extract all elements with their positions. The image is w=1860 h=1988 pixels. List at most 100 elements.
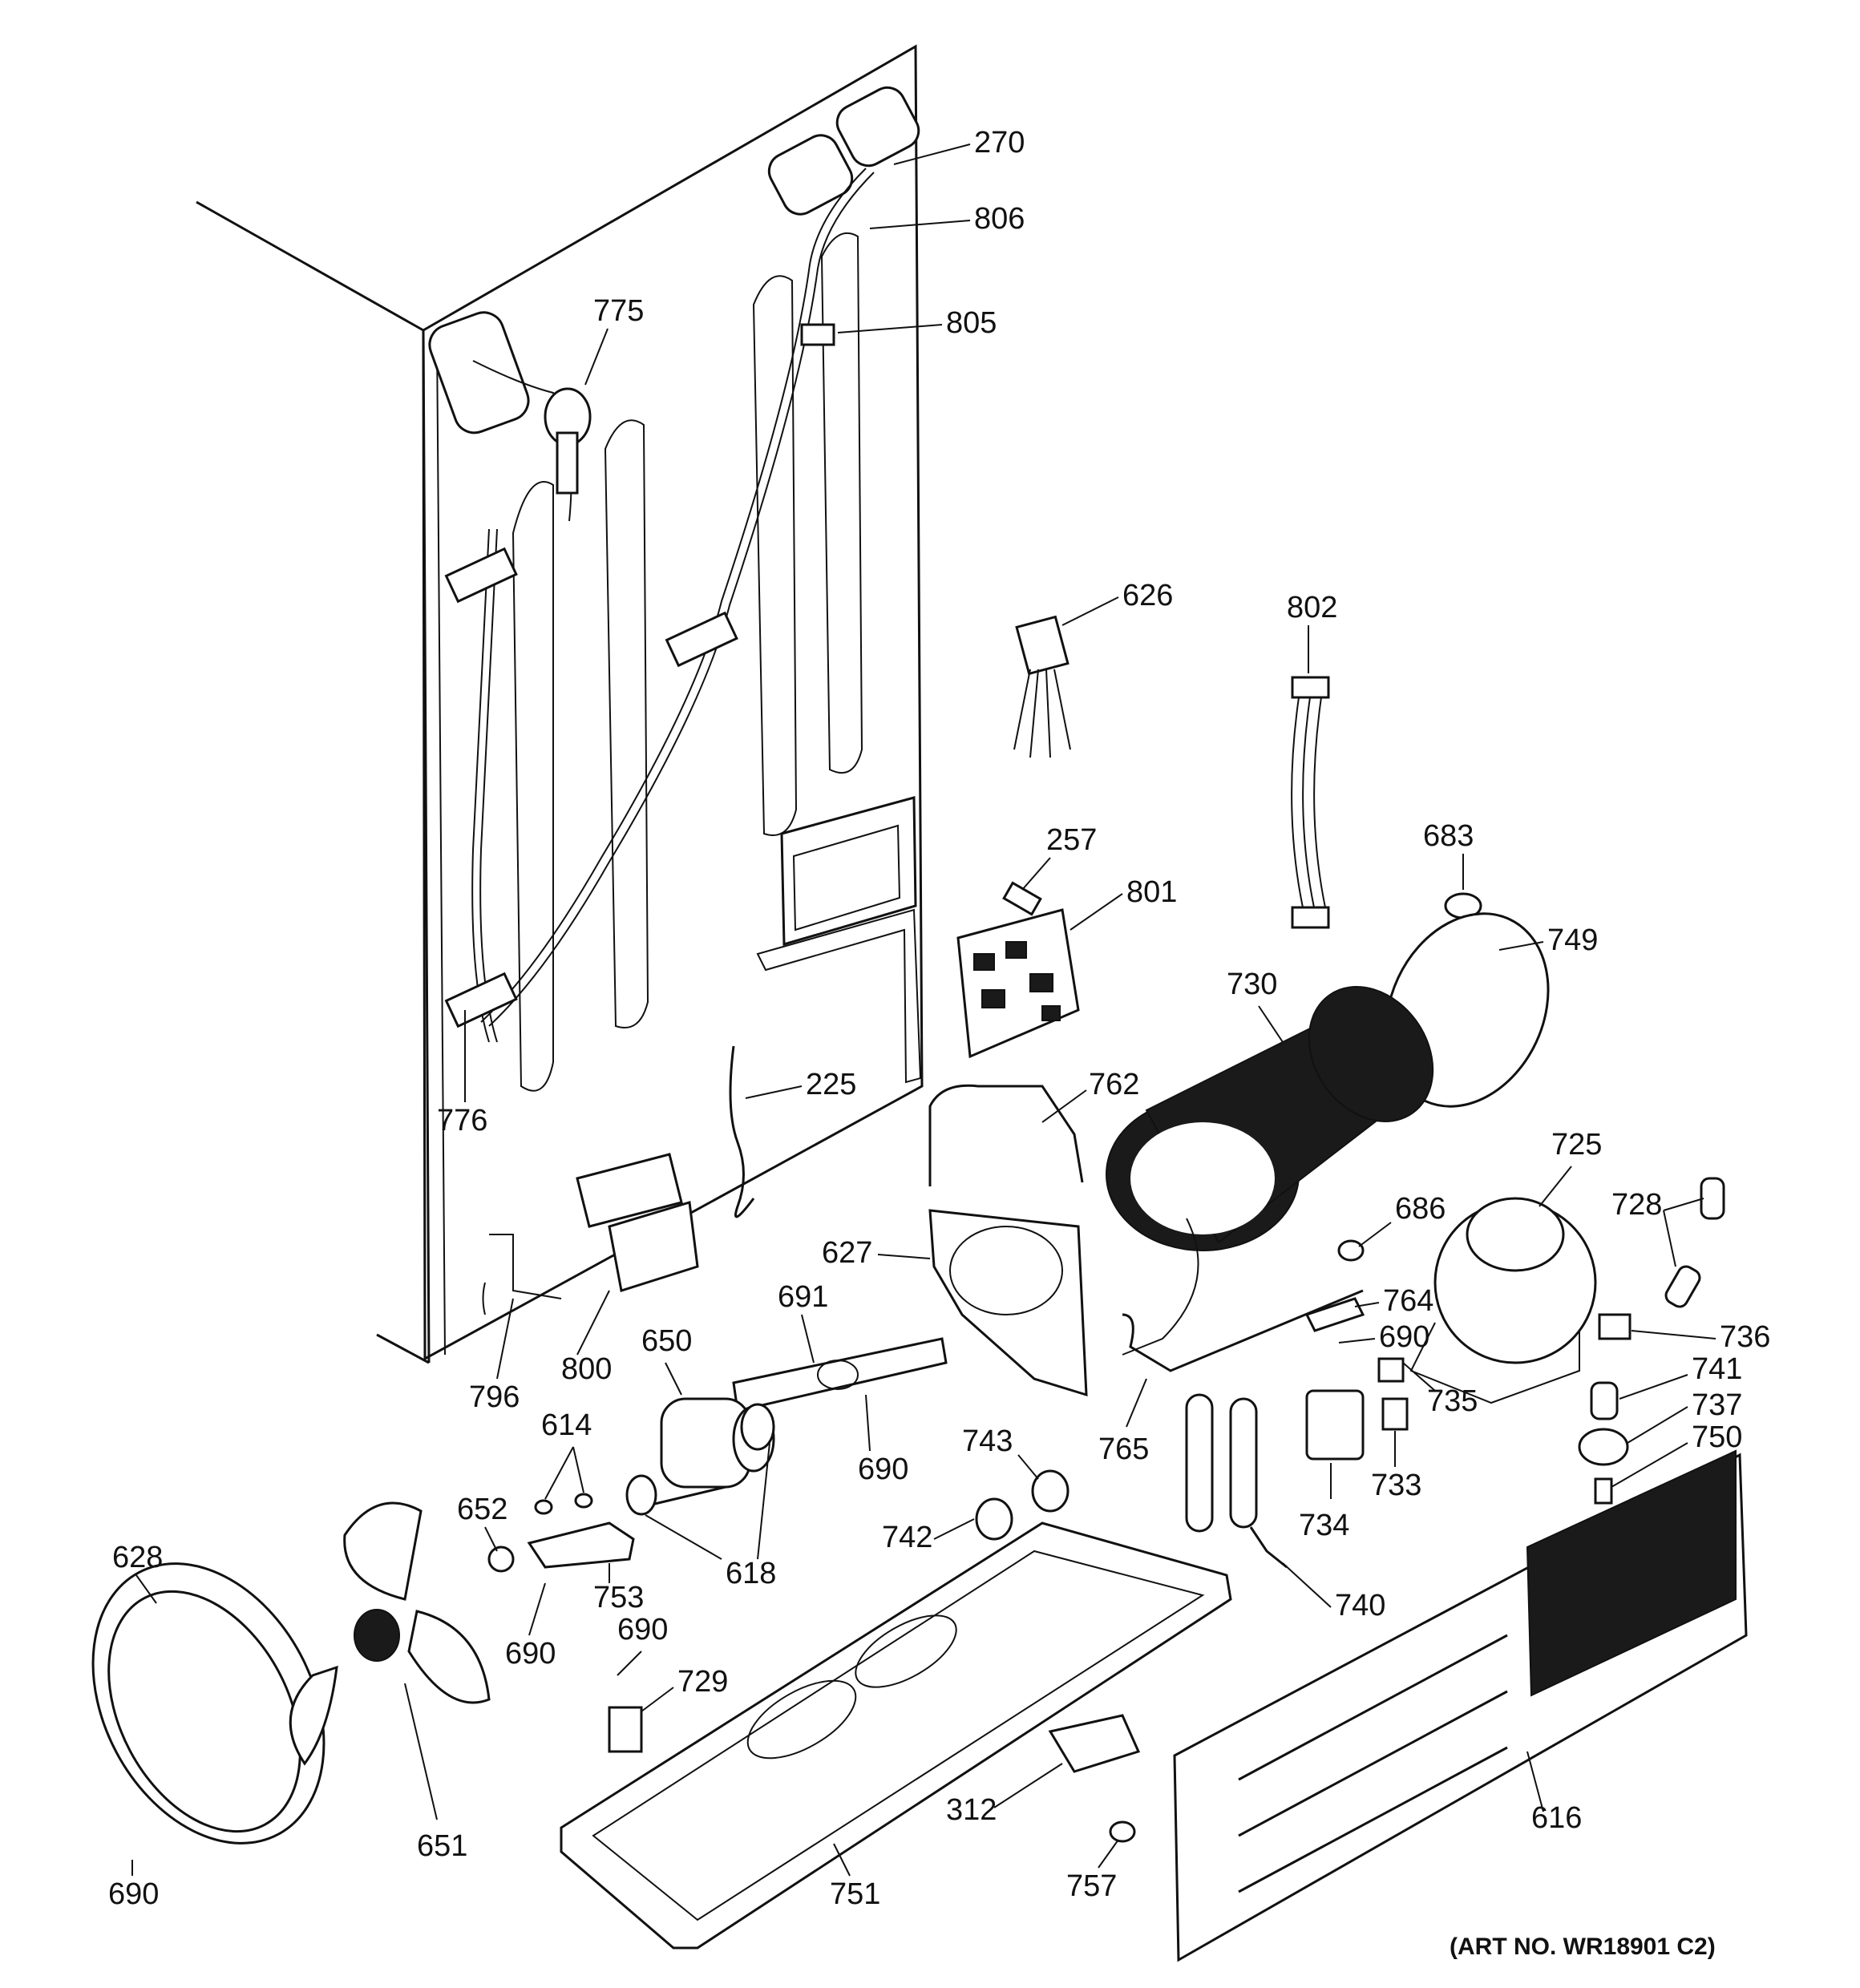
callout-label-729: 729 xyxy=(677,1665,728,1699)
leader-line-225 xyxy=(745,1085,803,1099)
compressor-725 xyxy=(1409,1197,1597,1404)
callout-label-733: 733 xyxy=(1371,1469,1421,1502)
relay-735 xyxy=(1377,1357,1405,1383)
callout-label-652: 652 xyxy=(457,1493,507,1526)
part-733 xyxy=(1381,1397,1409,1431)
leader-line-690c xyxy=(528,1582,546,1636)
screw-686 xyxy=(1337,1239,1365,1262)
leader-line-728 xyxy=(1663,1198,1704,1211)
leader-line-806 xyxy=(869,220,971,229)
leader-line-651 xyxy=(404,1683,438,1820)
grommet-618-b xyxy=(625,1474,657,1516)
callout-label-691: 691 xyxy=(778,1280,828,1314)
art-number: (ART NO. WR18901 C2) xyxy=(1450,1933,1716,1960)
callout-label-686: 686 xyxy=(1395,1192,1446,1226)
callout-label-796: 796 xyxy=(469,1380,520,1414)
leader-line-800 xyxy=(576,1290,610,1356)
callout-label-802: 802 xyxy=(1287,591,1337,624)
relay-626 xyxy=(1013,615,1071,758)
callout-label-270: 270 xyxy=(974,126,1025,160)
leader-line-614 xyxy=(572,1446,584,1493)
grille-616 xyxy=(1173,1449,1748,1962)
leader-line-270 xyxy=(893,143,971,165)
callout-label-730: 730 xyxy=(1227,968,1277,1001)
callout-label-651: 651 xyxy=(417,1829,467,1863)
leader-line-728 xyxy=(1663,1210,1676,1267)
callout-label-801: 801 xyxy=(1126,875,1177,909)
grommet-743 xyxy=(1031,1469,1070,1513)
callout-label-753: 753 xyxy=(593,1581,644,1614)
callout-label-690e: 690 xyxy=(108,1877,159,1911)
callout-label-740: 740 xyxy=(1335,1589,1385,1622)
callout-label-751: 751 xyxy=(830,1877,880,1911)
callout-label-690d: 690 xyxy=(617,1613,668,1647)
leader-line-725 xyxy=(1539,1166,1572,1207)
callout-label-628: 628 xyxy=(112,1541,163,1574)
nut-614-b xyxy=(574,1493,593,1509)
callout-label-614: 614 xyxy=(541,1408,592,1442)
tube-765 xyxy=(1122,1289,1364,1372)
callout-label-742: 742 xyxy=(882,1521,932,1554)
nut-652 xyxy=(487,1546,515,1573)
callout-label-765: 765 xyxy=(1098,1432,1149,1466)
nut-614-a xyxy=(534,1499,553,1515)
drier-740 xyxy=(1185,1393,1288,1569)
callout-label-616: 616 xyxy=(1531,1801,1582,1835)
callout-label-750: 750 xyxy=(1692,1420,1742,1454)
leader-line-765 xyxy=(1126,1378,1147,1428)
callout-label-225: 225 xyxy=(806,1068,856,1101)
fan-blade-651 xyxy=(289,1501,491,1766)
leader-line-796 xyxy=(496,1298,514,1380)
part-728-top xyxy=(1700,1177,1725,1220)
callout-label-650: 650 xyxy=(641,1324,692,1358)
leader-line-741 xyxy=(1619,1374,1688,1400)
grommet-742 xyxy=(975,1497,1013,1541)
part-737 xyxy=(1578,1428,1629,1466)
callout-label-618: 618 xyxy=(726,1557,776,1590)
callout-label-690b: 690 xyxy=(858,1453,908,1486)
cabinet-back-panel xyxy=(196,44,924,1364)
leader-line-628 xyxy=(135,1574,157,1604)
leader-line-618 xyxy=(645,1514,722,1560)
callout-label-690c: 690 xyxy=(505,1637,556,1671)
leader-line-736 xyxy=(1631,1330,1716,1339)
bracket-764 xyxy=(1304,1297,1365,1332)
callout-label-749: 749 xyxy=(1547,923,1598,957)
leader-line-652 xyxy=(484,1526,498,1552)
leader-line-614 xyxy=(544,1446,574,1500)
callout-label-741: 741 xyxy=(1692,1352,1742,1386)
callout-label-800: 800 xyxy=(561,1352,612,1386)
harness-796 xyxy=(482,1234,562,1315)
callout-label-725: 725 xyxy=(1551,1128,1602,1162)
callout-label-762: 762 xyxy=(1089,1068,1139,1101)
bracket-312 xyxy=(1048,1714,1141,1773)
callout-label-776: 776 xyxy=(437,1104,487,1137)
part-728-bottom xyxy=(1664,1265,1701,1308)
callout-label-690a: 690 xyxy=(1379,1320,1429,1354)
bracket-753 xyxy=(527,1521,635,1569)
condenser-coil-730 xyxy=(1106,986,1434,1356)
tube-762 xyxy=(928,1084,1084,1186)
bracket-691 xyxy=(732,1337,948,1412)
control-board-801 xyxy=(956,908,1080,1059)
screw-757 xyxy=(1109,1820,1136,1843)
callout-label-728: 728 xyxy=(1611,1188,1662,1222)
leader-line-740 xyxy=(1282,1562,1332,1608)
part-750 xyxy=(1594,1477,1613,1505)
callout-label-736: 736 xyxy=(1720,1320,1770,1354)
leader-line-764 xyxy=(1354,1302,1380,1307)
leader-line-730 xyxy=(1258,1005,1284,1043)
leader-line-775 xyxy=(584,328,609,386)
callout-label-764: 764 xyxy=(1383,1284,1433,1318)
drain-tube-225 xyxy=(729,1045,755,1218)
leader-line-616 xyxy=(1526,1751,1544,1812)
callout-label-627: 627 xyxy=(822,1236,872,1270)
leader-line-751 xyxy=(833,1843,851,1877)
callout-label-743: 743 xyxy=(962,1424,1013,1458)
capacitor-734 xyxy=(1305,1389,1365,1461)
leader-line-735 xyxy=(1402,1362,1436,1392)
leader-line-690b xyxy=(865,1394,871,1452)
